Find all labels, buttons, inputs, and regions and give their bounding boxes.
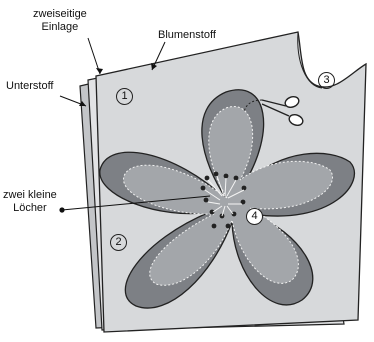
step-3-badge: 3 [318,72,335,89]
step-4-badge: 4 [246,208,263,225]
step-1-badge: 1 [116,88,133,105]
label-unterstoff: Unterstoff [6,80,54,93]
label-zwei-kleine-loecher: zwei kleine Löcher [3,189,57,215]
label-blumenstoff: Blumenstoff [158,29,216,42]
label-zweiseitige-einlage: zweiseitige Einlage [33,8,87,34]
step-2-badge: 2 [110,234,127,251]
